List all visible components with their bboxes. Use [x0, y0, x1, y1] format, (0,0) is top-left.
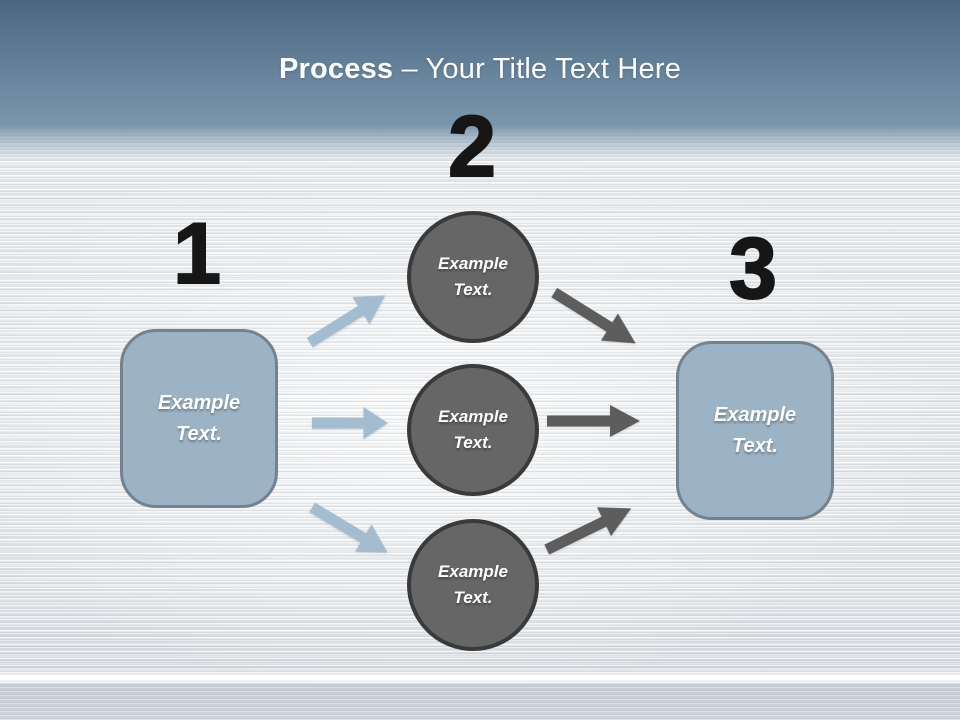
step-number-2: 2	[447, 99, 497, 195]
arrow-left-to-bottom-circle	[304, 493, 397, 567]
step-number-1: 1	[172, 206, 222, 302]
step1-box-label: Example Text.	[157, 391, 241, 445]
arrow-bottom-circle-to-right	[539, 493, 638, 565]
step2-circle-top-label: Example Text.	[438, 253, 508, 299]
title-bar	[0, 0, 960, 160]
step-number-3: 3	[728, 221, 778, 317]
step2-circle-middle-label: Example Text.	[438, 406, 508, 452]
step2-circle-middle: Example Text.	[407, 364, 539, 496]
arrow-left-to-middle-circle	[312, 406, 388, 440]
title-bold-text: Process	[278, 53, 394, 85]
step1-box: Example Text.	[120, 329, 278, 508]
step2-circle-bottom: Example Text.	[407, 519, 539, 651]
footer-band	[0, 683, 960, 720]
arrow-left-to-top-circle	[301, 281, 394, 357]
title-regular-text: – Your Title Text Here	[393, 53, 682, 85]
step3-box-label: Example Text.	[713, 403, 797, 457]
arrow-middle-circle-to-right	[547, 404, 640, 438]
step2-circle-top: Example Text.	[407, 211, 539, 343]
slide-title: Process – Your Title Text Here	[0, 53, 960, 86]
step2-circle-bottom-label: Example Text.	[438, 561, 508, 607]
step3-box: Example Text.	[676, 341, 834, 520]
footer-highlight-stripe	[0, 671, 960, 683]
arrow-top-circle-to-right	[545, 278, 644, 358]
